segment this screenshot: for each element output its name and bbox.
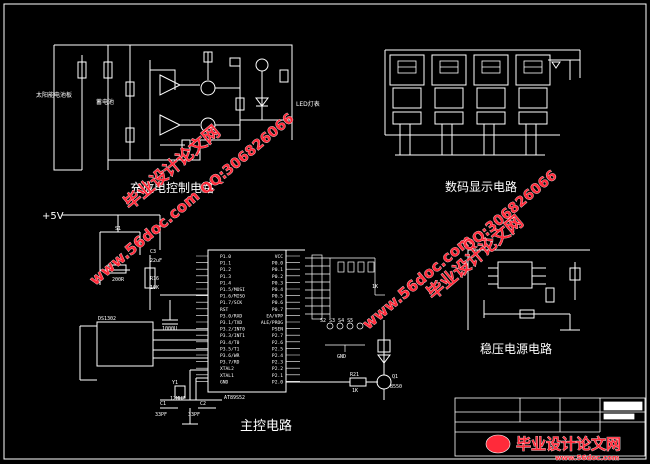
main-circuit-title: 主控电路 <box>240 418 292 434</box>
mcu-pin-label-right: P0.3 <box>272 280 283 286</box>
mcu-pin-label-right: P2.3 <box>272 360 283 366</box>
footer-brand: 毕业设计论文网 <box>516 435 621 453</box>
component-labels: S1 C3 22uF R16 10K 200R 1000U DS1302 Y1 … <box>98 226 402 418</box>
mcu-pin-label-right: VCC <box>275 254 284 260</box>
keypad-and-bus <box>305 254 385 352</box>
ds-label: DS1302 <box>98 316 116 322</box>
mcu-pin-label-left: P3.5/T1 <box>220 346 240 352</box>
mcu-pin-label-right: P2.4 <box>272 353 283 359</box>
display-circuit <box>384 49 581 156</box>
mcu-pin-label-left: P3.3/INT1 <box>220 333 245 339</box>
mcu-pin-label-left: XTAL1 <box>220 373 234 379</box>
charge-control-circuit <box>53 44 293 171</box>
mcu-pin-label-right: P0.1 <box>272 267 283 273</box>
mcu-pin-label-left: P1.5/MOSI <box>220 287 245 293</box>
regulator-circuit <box>467 249 590 331</box>
display-circuit-title: 数码显示电路 <box>445 179 517 194</box>
battery-label: 蓄电池 <box>96 98 114 106</box>
mcu-pin-label-left: P1.6/MISO <box>220 294 245 300</box>
mcu-pin-label-right: P0.7 <box>272 307 283 313</box>
mcu-pin-label-left: P1.2 <box>220 267 231 273</box>
mcu-pin-label-right: P2.0 <box>272 379 283 385</box>
y1-label: Y1 <box>172 380 178 386</box>
mcu-pin-label-left: P1.3 <box>220 274 231 280</box>
mcu-pin-label-right: P2.2 <box>272 366 283 372</box>
footer-site: www.56doc.com <box>555 454 619 462</box>
mcu-pin-label-right: P2.6 <box>272 340 283 346</box>
mcu-pin-label-left: P3.6/WR <box>220 353 240 359</box>
watermark-left: www.56doc.com 毕业设计论文网 QQ:306826066 <box>86 110 298 289</box>
mcu-part-label: AT89S52 <box>224 395 245 401</box>
c3-value: 22uF <box>150 258 162 264</box>
vcc-label: +5V <box>42 211 64 222</box>
mcu-pin-label-right: PSEN <box>272 327 283 333</box>
mcu-pin-label-right: P0.4 <box>272 287 283 293</box>
r200-label: 200R <box>112 277 125 283</box>
r21-label: R21 <box>350 372 359 378</box>
drawing-frame <box>3 3 647 460</box>
mcu-pin-label-left: P1.1 <box>220 261 231 267</box>
led-light-label: LED灯表 <box>296 100 320 108</box>
s1-label: S1 <box>115 226 121 232</box>
mcu-pin-label-left: XTAL2 <box>220 366 234 372</box>
mcu-pin-label-left: P3.2/INT0 <box>220 327 245 333</box>
seven-seg-digits <box>397 60 543 74</box>
mcu-pin-label-right: P0.0 <box>272 261 283 267</box>
footer-logo: 毕业设计论文网 www.56doc.com <box>485 434 621 462</box>
c1-label: C1 <box>160 401 166 407</box>
r16-value: 10K <box>150 285 159 291</box>
r1k-label: 1K <box>372 284 378 290</box>
charge-circuit-title: 充放电控制电路 <box>130 180 214 195</box>
mcu-pin-label-right: P0.6 <box>272 300 283 306</box>
mcu-pin-label-left: GND <box>220 379 229 385</box>
r16-label: R16 <box>150 276 159 282</box>
mcu-right-pin-labels: VCCP0.0P0.1P0.2P0.3P0.4P0.5P0.6P0.7EA/VP… <box>261 254 283 385</box>
mcu-pin-lines <box>196 255 300 382</box>
mcu-pin-label-left: RST <box>220 307 229 313</box>
c2-value: 33PF <box>188 412 200 418</box>
mcu-left-pin-labels: P1.0P1.1P1.2P1.3P1.4P1.5/MOSIP1.6/MISOP1… <box>220 254 245 385</box>
q1-label: Q1 <box>392 374 398 380</box>
mcu-pin-label-right: P0.2 <box>272 274 283 280</box>
gnd-label: GND <box>337 354 346 360</box>
mcu-pin-label-right: P2.7 <box>272 333 283 339</box>
mcu-pin-label-right: P2.5 <box>272 346 283 352</box>
mcu-pin-label-left: P3.0/RXD <box>220 313 242 319</box>
mcu-pin-label-right: EA/VPP <box>266 313 283 319</box>
mcu-pin-label-right: P0.5 <box>272 294 283 300</box>
q1-value: 8550 <box>390 384 402 390</box>
c3-label: C3 <box>150 249 156 255</box>
y1-value: 12MHZ <box>170 396 185 402</box>
c1-value: 33PF <box>155 412 167 418</box>
title-block <box>454 397 646 457</box>
mcu-pin-label-left: P1.4 <box>220 280 231 286</box>
mcu-pin-label-left: P1.0 <box>220 254 231 260</box>
footer-logo-icon <box>485 434 511 454</box>
regulator-circuit-title: 稳压电源电路 <box>480 341 552 356</box>
mcu-pin-label-left: P1.7/SCK <box>220 300 242 306</box>
main-control-circuit <box>62 214 392 425</box>
watermark-brand-left: 毕业设计论文网 <box>120 121 225 214</box>
c4-value: 1000U <box>162 326 177 332</box>
mcu-pin-label-right: ALE/PROG <box>261 320 283 326</box>
mcu-pin-label-left: P3.7/RD <box>220 360 240 366</box>
mcu-pin-label-left: P3.4/T0 <box>220 340 240 346</box>
mcu-pin-label-left: P3.1/TXD <box>220 320 242 326</box>
r21-value: 1K <box>352 388 358 394</box>
c2-label: C2 <box>200 401 206 407</box>
switch-labels: S2 S3 S4 S5 <box>320 318 353 324</box>
mcu-pin-label-right: P2.1 <box>272 373 283 379</box>
solar-panel-label: 太阳能电池板 <box>36 91 72 99</box>
